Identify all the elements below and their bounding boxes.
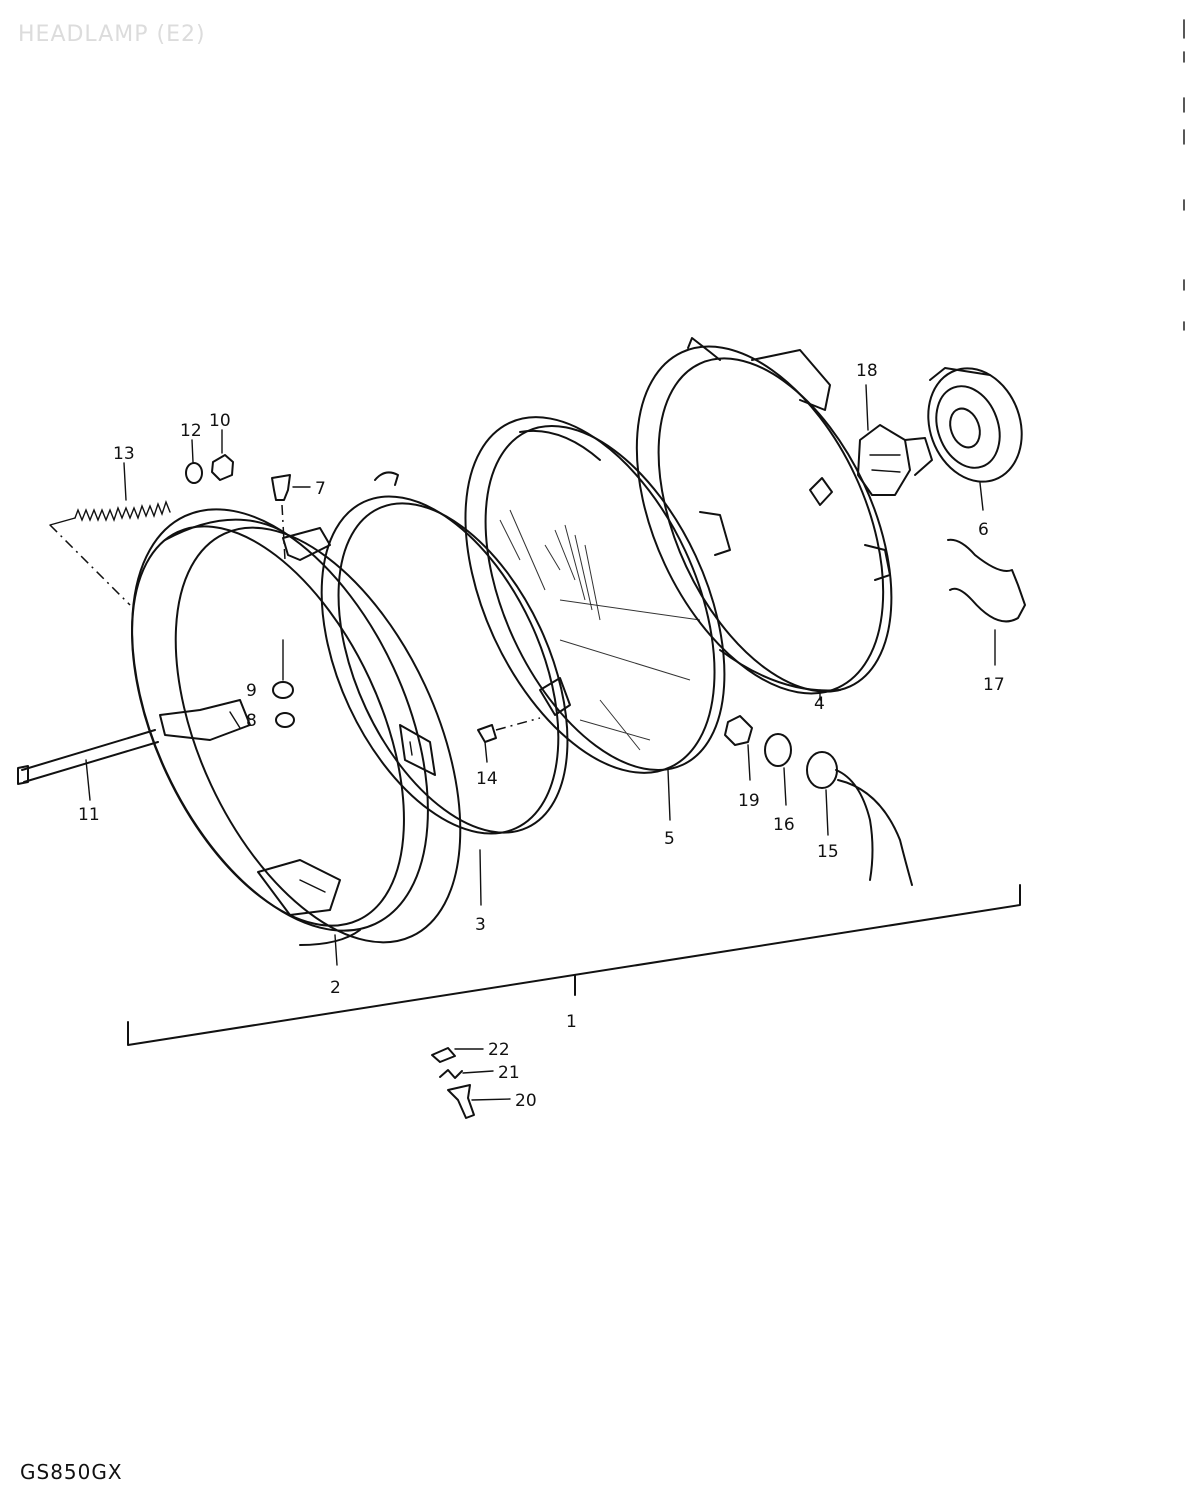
callout-17: 17 [983, 675, 1005, 695]
callout-3: 3 [475, 915, 486, 935]
callout-10: 10 [209, 411, 231, 431]
callout-12: 12 [180, 421, 202, 441]
callout-14: 14 [476, 769, 498, 789]
callout-21: 21 [498, 1063, 520, 1083]
callout-7: 7 [315, 479, 326, 499]
part-inner-ring [320, 471, 569, 835]
part-spring [74, 499, 171, 523]
part-rim [131, 508, 462, 946]
part-nut [211, 454, 234, 481]
callout-19: 19 [738, 791, 760, 811]
part-position-lamp [724, 715, 913, 886]
part-spring-clip [947, 538, 1026, 623]
callout-9: 9 [246, 681, 257, 701]
part-bracket [282, 527, 331, 561]
callout-13: 13 [113, 444, 135, 464]
part-spring-21 [439, 1069, 463, 1079]
part-screw-22 [431, 1047, 456, 1063]
callout-labels: 1 2 3 4 5 6 7 8 9 10 11 12 13 14 15 16 1… [78, 361, 1005, 1111]
part-adjuster-bolt [17, 729, 159, 785]
callout-22: 22 [488, 1040, 510, 1060]
part-screw [271, 474, 291, 501]
callout-2: 2 [330, 978, 341, 998]
callout-1: 1 [566, 1012, 577, 1032]
callout-5: 5 [664, 829, 675, 849]
part-washer [185, 462, 203, 484]
leader-lines [85, 384, 996, 1101]
part-screw-14 [477, 724, 497, 743]
callout-11: 11 [78, 805, 100, 825]
part-bulb [857, 424, 933, 496]
part-bolt-20 [447, 1084, 475, 1119]
callout-15: 15 [817, 842, 839, 862]
model-code: GS850GX [20, 1460, 123, 1484]
callout-20: 20 [515, 1091, 537, 1111]
part-lens-unit [464, 416, 731, 774]
callout-8: 8 [246, 711, 257, 731]
part-nut-9 [272, 681, 294, 699]
callout-6: 6 [978, 520, 989, 540]
part-housing [635, 337, 893, 695]
callout-4: 4 [814, 694, 825, 714]
part-washer-8 [275, 712, 295, 728]
callout-18: 18 [856, 361, 878, 381]
diagram-title: HEADLAMP (E2) [18, 22, 206, 47]
callout-16: 16 [773, 815, 795, 835]
assembly-bracket [127, 884, 1021, 1046]
part-bulb-cover [927, 367, 1023, 483]
